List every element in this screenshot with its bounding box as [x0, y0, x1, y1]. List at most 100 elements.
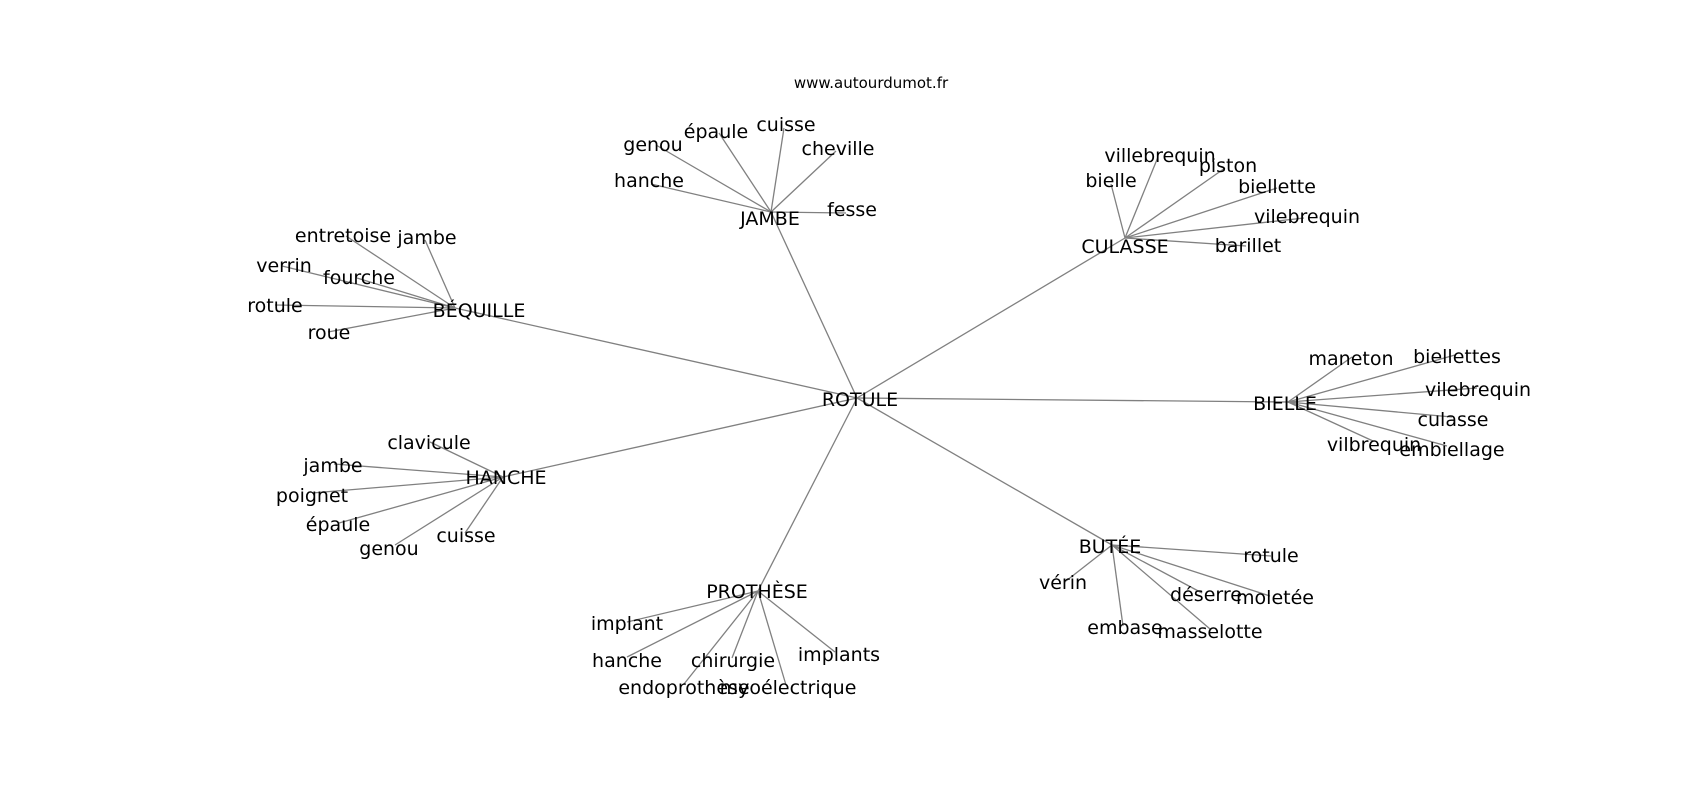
- edge-hub-to-word: [356, 277, 456, 309]
- word-node-label: myoélectrique: [720, 677, 857, 699]
- edge-hub-to-word: [1111, 544, 1124, 627]
- edge-hub-to-word: [731, 590, 759, 659]
- word-node-label: rotule: [247, 295, 302, 317]
- word-node-label: vérin: [1039, 572, 1087, 594]
- edge-hub-to-word: [1111, 544, 1271, 597]
- edge-hub-to-word: [464, 476, 504, 534]
- hub-node-label: HANCHE: [465, 467, 546, 489]
- edge-hub-to-word: [770, 127, 785, 213]
- word-node-label: vilebrequin: [1425, 379, 1531, 401]
- edge-hub-to-word: [1287, 356, 1353, 403]
- word-node-label: rotule: [1243, 545, 1298, 567]
- edge-hub-to-word: [718, 132, 772, 213]
- edge-hub-to-word: [1065, 544, 1113, 582]
- word-node-label: cheville: [802, 138, 875, 160]
- edge-hub-to-word: [770, 211, 847, 214]
- edge-center-to-hub: [856, 237, 1126, 399]
- word-node-label: hanche: [614, 170, 684, 192]
- word-node-label: masselotte: [1157, 621, 1262, 643]
- edge-hub-to-word: [1287, 387, 1478, 403]
- word-node-label: épaule: [684, 121, 748, 143]
- word-node-label: genou: [623, 134, 682, 156]
- graph-edges: [274, 127, 1478, 686]
- word-node-label: barillet: [1215, 235, 1282, 257]
- edge-hub-to-word: [345, 235, 456, 309]
- edge-center-to-hub: [770, 211, 858, 399]
- word-node-label: moletée: [1236, 587, 1314, 609]
- word-node-label: cuisse: [436, 525, 495, 547]
- edge-center-to-hub: [856, 397, 1113, 546]
- word-node-label: déserre: [1170, 584, 1242, 606]
- edge-hub-to-word: [626, 590, 759, 658]
- edge-hub-to-word: [1287, 401, 1374, 442]
- edge-hub-to-word: [1124, 217, 1305, 239]
- edge-hub-to-word: [338, 476, 504, 524]
- edge-hub-to-word: [333, 463, 504, 478]
- word-node-label: vilebrequin: [1254, 206, 1360, 228]
- word-node-label: verrin: [256, 255, 312, 277]
- source-title: www.autourdumot.fr: [794, 74, 949, 92]
- word-node-label: entretoise: [295, 225, 391, 247]
- word-node-label: poignet: [276, 485, 348, 507]
- word-node-label: endoprothèse: [618, 677, 749, 699]
- edge-hub-to-word: [1111, 544, 1211, 630]
- edge-center-to-hub: [502, 397, 858, 478]
- word-node-label: fourche: [323, 267, 395, 289]
- word-node-label: jambe: [302, 455, 362, 477]
- word-node-label: jambe: [396, 227, 456, 249]
- hub-node-label: JAMBE: [739, 208, 800, 230]
- word-node-label: maneton: [1309, 348, 1394, 370]
- edge-center-to-hub: [757, 397, 858, 592]
- edge-hub-to-word: [274, 304, 456, 309]
- word-node-label: piston: [1199, 155, 1257, 177]
- edge-hub-to-word: [1124, 167, 1226, 239]
- edge-hub-to-word: [1111, 544, 1203, 594]
- word-node-label: implant: [591, 613, 663, 635]
- edge-hub-to-word: [757, 590, 787, 686]
- edge-hub-to-word: [1124, 187, 1278, 239]
- word-node-label: cuisse: [756, 114, 815, 136]
- word-node-label: implants: [798, 644, 880, 666]
- edge-hub-to-word: [683, 590, 759, 685]
- edge-hub-to-word: [1287, 401, 1453, 418]
- edge-hub-to-word: [1287, 354, 1456, 403]
- edge-hub-to-word: [394, 476, 504, 546]
- edge-hub-to-word: [650, 183, 772, 213]
- word-node-label: roue: [308, 322, 351, 344]
- edge-hub-to-word: [424, 239, 456, 309]
- edge-hub-to-word: [655, 144, 772, 213]
- edge-center-to-hub: [856, 397, 1289, 403]
- word-node-label: vilbrequin: [1327, 434, 1421, 456]
- word-node-label: villebrequin: [1104, 145, 1215, 167]
- edge-hub-to-word: [1111, 544, 1272, 557]
- edge-hub-to-word: [626, 590, 759, 623]
- edge-hub-to-word: [281, 265, 456, 309]
- edge-hub-to-word: [770, 150, 837, 213]
- edge-center-to-hub: [454, 307, 858, 399]
- edge-hub-to-word: [757, 590, 836, 653]
- word-node-label: épaule: [306, 514, 370, 536]
- hub-node-label: BUTÉE: [1079, 535, 1142, 558]
- edge-hub-to-word: [1124, 156, 1159, 239]
- edge-hub-to-word: [327, 307, 456, 333]
- hub-node-label: BÉQUILLE: [433, 299, 526, 322]
- word-node-label: biellette: [1238, 176, 1316, 198]
- word-node-label: fesse: [827, 199, 877, 221]
- hub-node-label: CULASSE: [1081, 236, 1168, 258]
- word-node-label: hanche: [592, 650, 662, 672]
- edge-hub-to-word: [1124, 237, 1247, 247]
- center-node-label: ROTULE: [822, 389, 898, 411]
- edge-hub-to-word: [311, 476, 504, 494]
- word-node-label: chirurgie: [691, 650, 775, 672]
- word-node-label: culasse: [1418, 409, 1489, 431]
- hub-node-label: BIELLE: [1253, 393, 1317, 415]
- word-node-label: genou: [359, 538, 418, 560]
- edge-hub-to-word: [429, 441, 504, 478]
- word-node-label: embase: [1087, 617, 1163, 639]
- word-node-label: biellettes: [1413, 346, 1501, 368]
- word-node-label: bielle: [1085, 170, 1136, 192]
- word-node-label: embiellage: [1399, 439, 1504, 461]
- word-node-label: clavicule: [387, 432, 470, 454]
